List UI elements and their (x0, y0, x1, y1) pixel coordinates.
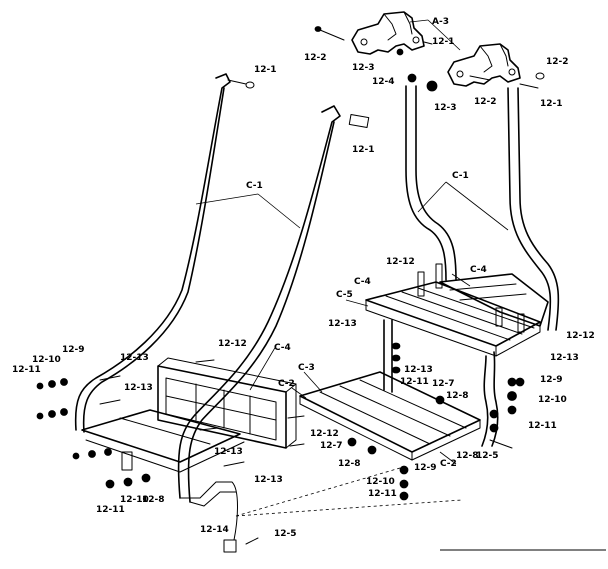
right-hanger-arm-rear (405, 85, 457, 281)
right-uprights (383, 319, 499, 447)
leader-lines (195, 19, 509, 465)
label-12-9-c: 12-9 (414, 463, 437, 473)
label-12-10-a: 12-10 (32, 355, 61, 365)
label-12-10-d: 12-10 (366, 477, 395, 487)
label-c4-right-b: C-4 (470, 265, 487, 275)
bracket-hardware (314, 26, 545, 92)
label-c4-left: C-4 (274, 343, 291, 353)
label-12-11-c: 12-11 (528, 421, 557, 431)
label-12-3-b: 12-3 (434, 103, 457, 113)
label-12-9-b: 12-9 (540, 375, 563, 385)
label-12-2-a: 12-2 (304, 53, 327, 63)
left-hanger-arm-rear (74, 73, 255, 433)
label-12-11-e: 12-11 (368, 489, 397, 499)
label-12-1-a: 12-1 (254, 65, 277, 75)
label-12-10-c: 12-10 (120, 495, 149, 505)
right-hanger-arm-front (507, 87, 560, 331)
label-12-11-b: 12-11 (400, 377, 429, 387)
label-12-12-d: 12-12 (310, 429, 339, 439)
label-12-12-b: 12-12 (566, 331, 595, 341)
label-12-13-b: 12-13 (550, 353, 579, 363)
labels: A-3 C-1 C-1 C-4 C-4 C-4 C-5 C-3 C-2 C-2 … (12, 17, 595, 539)
label-12-1-c: 12-1 (432, 37, 455, 47)
label-12-12-a: 12-12 (386, 257, 415, 267)
label-12-7-a: 12-7 (432, 379, 455, 389)
label-12-1-d: 12-1 (540, 99, 563, 109)
label-12-2-c: 12-2 (474, 97, 497, 107)
right-seat-slats (365, 281, 541, 357)
label-12-11-a: 12-11 (12, 365, 41, 375)
label-12-13-a: 12-13 (328, 319, 357, 329)
label-c3: C-3 (298, 363, 315, 373)
label-12-7-b: 12-7 (320, 441, 343, 451)
label-c1-left: C-1 (246, 181, 263, 191)
assembly-guides (235, 467, 463, 517)
left-seat-base (81, 409, 245, 473)
hanger-bracket-a3-left (351, 11, 425, 55)
label-12-2-b: 12-2 (546, 57, 569, 67)
label-12-8-d: 12-8 (338, 459, 361, 469)
right-seat-base (299, 371, 481, 461)
left-seat-panel (157, 357, 297, 449)
label-12-14: 12-14 (200, 525, 229, 535)
left-fasteners (36, 359, 305, 553)
label-12-13-d: 12-13 (120, 353, 149, 363)
label-12-4: 12-4 (372, 77, 395, 87)
label-12-10-b: 12-10 (538, 395, 567, 405)
label-12-12-c: 12-12 (218, 339, 247, 349)
label-12-13-c: 12-13 (404, 365, 433, 375)
label-c5: C-5 (336, 290, 353, 300)
label-12-8-c: 12-8 (456, 451, 479, 461)
left-hanger-arm-front (177, 105, 370, 541)
label-12-1-b: 12-1 (352, 145, 375, 155)
label-a3: A-3 (432, 17, 449, 27)
label-12-13-f: 12-13 (214, 447, 243, 457)
right-seat-back (439, 273, 549, 327)
label-12-5-a: 12-5 (476, 451, 499, 461)
label-12-5-b: 12-5 (274, 529, 297, 539)
label-12-9-a: 12-9 (62, 345, 85, 355)
label-12-8-a: 12-8 (446, 391, 469, 401)
label-12-8-b: 12-8 (142, 495, 165, 505)
label-12-13-g: 12-13 (254, 475, 283, 485)
label-c2-b: C-2 (440, 459, 457, 469)
label-12-11-d: 12-11 (96, 505, 125, 515)
label-12-3-a: 12-3 (352, 63, 375, 73)
label-12-13-e: 12-13 (124, 383, 153, 393)
label-c1-right: C-1 (452, 171, 469, 181)
label-c2-a: C-2 (278, 379, 295, 389)
right-fasteners (347, 263, 525, 501)
hanger-bracket-a3-right (447, 43, 521, 87)
label-c4-right-a: C-4 (354, 277, 371, 287)
